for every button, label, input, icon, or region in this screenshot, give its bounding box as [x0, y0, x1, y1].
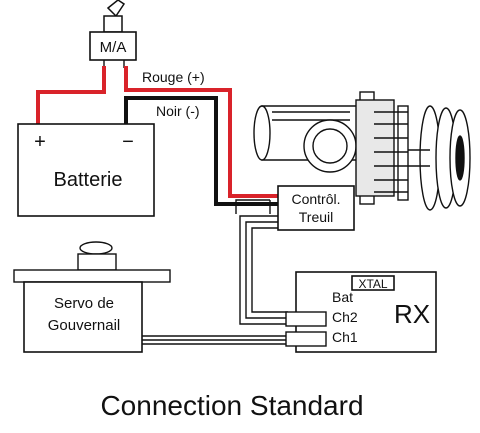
rx-pin-ch2: Ch2 [332, 309, 358, 325]
battery-label: Batterie [54, 169, 123, 191]
servo-output-shaft [77, 253, 117, 271]
servo-mounting-tab [13, 269, 171, 283]
battery-plus-sign: + [34, 131, 46, 153]
controller-signal-wire-3 [251, 227, 288, 313]
servo-label-line1: Servo de [54, 295, 114, 312]
battery-minus-sign: − [122, 131, 134, 153]
ch1-connector [285, 331, 327, 347]
rx-pin-ch1: Ch1 [332, 329, 358, 345]
switch-body [89, 31, 137, 61]
battery-body [17, 123, 155, 217]
rx-pin-bat: Bat [332, 289, 353, 305]
servo-body [23, 281, 143, 353]
servo-label-line2: Gouvernail [48, 317, 121, 334]
battery: + − Batterie [17, 123, 155, 217]
winch-controller: Contrôl. Treuil [277, 185, 355, 231]
servo-horn [79, 241, 113, 255]
receiver: XTAL RX Bat Ch2 Ch1 [285, 271, 437, 353]
winch-illustration [253, 91, 471, 211]
controller-label-line1: Contrôl. [291, 191, 340, 207]
positive-wire-switch-to-controller [124, 66, 278, 198]
positive-wire-battery-to-switch [36, 66, 106, 132]
red-wire-label: Rouge (+) [142, 69, 205, 85]
controller-label-line2: Treuil [299, 209, 334, 225]
switch-label: M/A [100, 39, 127, 56]
controller-body [277, 185, 355, 231]
controller-lead-stub [235, 199, 271, 214]
servo: Servo de Gouvernail [13, 241, 171, 353]
switch-toggle-lever [106, 0, 126, 18]
switch: M/A [89, 0, 137, 68]
ch2-connector [285, 311, 327, 327]
crystal-label: XTAL [358, 277, 387, 291]
switch-toggle-base [103, 15, 123, 33]
receiver-label: RX [394, 299, 430, 329]
controller-signal-wire-2 [245, 221, 288, 319]
controller-signal-wire-1 [239, 215, 288, 325]
black-wire-label: Noir (-) [156, 103, 200, 119]
crystal-box [351, 275, 395, 291]
diagram-title: Connection Standard [100, 390, 363, 421]
